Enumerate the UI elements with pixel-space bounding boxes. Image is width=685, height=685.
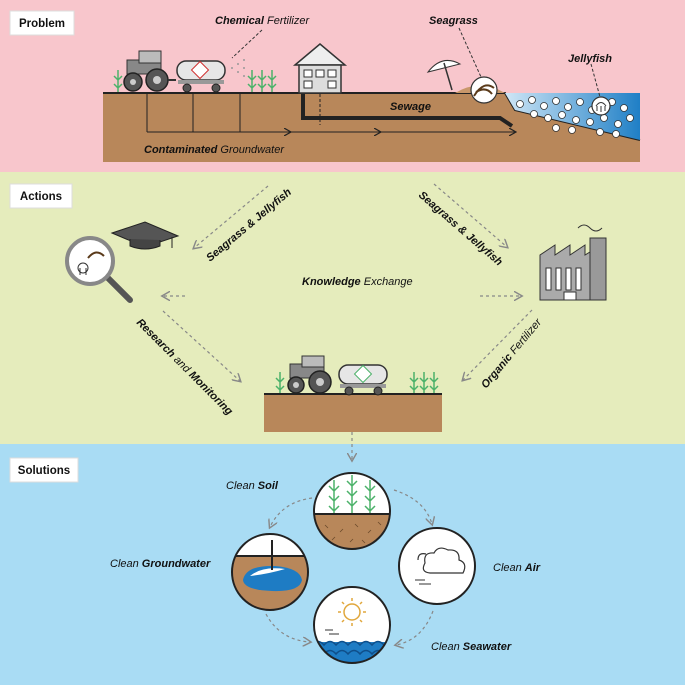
jellyfish-dot bbox=[516, 100, 524, 108]
magnifier-icon bbox=[65, 236, 133, 303]
sewage-pipe bbox=[301, 93, 514, 128]
solutions-tag-label: Solutions bbox=[18, 465, 70, 477]
jellyfish-dot bbox=[544, 114, 552, 122]
jellyfish-dot bbox=[572, 116, 580, 124]
tractor-chemical-icon bbox=[123, 50, 226, 93]
clean-air-label: Clean Air bbox=[493, 562, 541, 574]
clean-seawater-label: Clean Seawater bbox=[431, 641, 512, 653]
jellyfish-dot bbox=[586, 118, 594, 126]
knowledge-exchange-label: Knowledge Exchange bbox=[302, 276, 413, 288]
groundwater-flow bbox=[146, 94, 515, 132]
crop-plants-problem bbox=[113, 70, 277, 92]
clean-seawater-circle bbox=[313, 586, 391, 664]
contaminated-groundwater-label: Contaminated Groundwater bbox=[144, 144, 285, 156]
jellyfish-dot bbox=[528, 96, 536, 104]
seagrass-label: Seagrass bbox=[429, 15, 478, 27]
jellyfish-dot bbox=[620, 104, 628, 112]
actions-tag: Actions bbox=[9, 183, 73, 209]
jellyfish-dot bbox=[612, 130, 620, 138]
crop-plants-actions bbox=[275, 372, 439, 393]
problem-tag-label: Problem bbox=[19, 18, 65, 30]
clean-air-circle bbox=[398, 527, 476, 605]
tractor-organic-icon bbox=[287, 355, 388, 396]
sewage-label: Sewage bbox=[390, 101, 431, 113]
solutions-tag: Solutions bbox=[9, 457, 79, 483]
chemical-fertilizer-label: Chemical Fertilizer bbox=[215, 15, 310, 27]
problem-soil bbox=[103, 93, 640, 162]
graduation-cap-icon bbox=[110, 221, 180, 250]
actions-tag-label: Actions bbox=[20, 191, 62, 203]
problem-tag: Problem bbox=[9, 10, 75, 36]
house-icon bbox=[292, 43, 348, 94]
seagrass-icon bbox=[470, 76, 498, 104]
jellyfish-dot bbox=[558, 111, 566, 119]
jellyfish-dot bbox=[552, 97, 560, 105]
clean-soil-label: Clean Soil bbox=[226, 480, 279, 492]
jellyfish-group bbox=[516, 96, 634, 138]
jellyfish-dot bbox=[530, 110, 538, 118]
jellyfish-dot bbox=[576, 98, 584, 106]
jellyfish-dot bbox=[552, 124, 560, 132]
umbrella-icon bbox=[426, 59, 462, 91]
sun-icon bbox=[338, 598, 366, 626]
jellyfish-dot bbox=[564, 103, 572, 111]
jellyfish-label: Jellyfish bbox=[568, 53, 612, 65]
organic-field bbox=[264, 394, 442, 432]
jellyfish-icon bbox=[591, 96, 611, 116]
jellyfish-dot bbox=[540, 102, 548, 110]
spray-icon bbox=[231, 59, 245, 77]
clean-groundwater-circle bbox=[231, 533, 309, 611]
jellyfish-dot bbox=[568, 126, 576, 134]
jellyfish-dot bbox=[596, 128, 604, 136]
factory-icon bbox=[539, 224, 607, 301]
clean-groundwater-label: Clean Groundwater bbox=[110, 558, 211, 570]
jellyfish-dot bbox=[614, 120, 622, 128]
jellyfish-dot bbox=[626, 114, 634, 122]
